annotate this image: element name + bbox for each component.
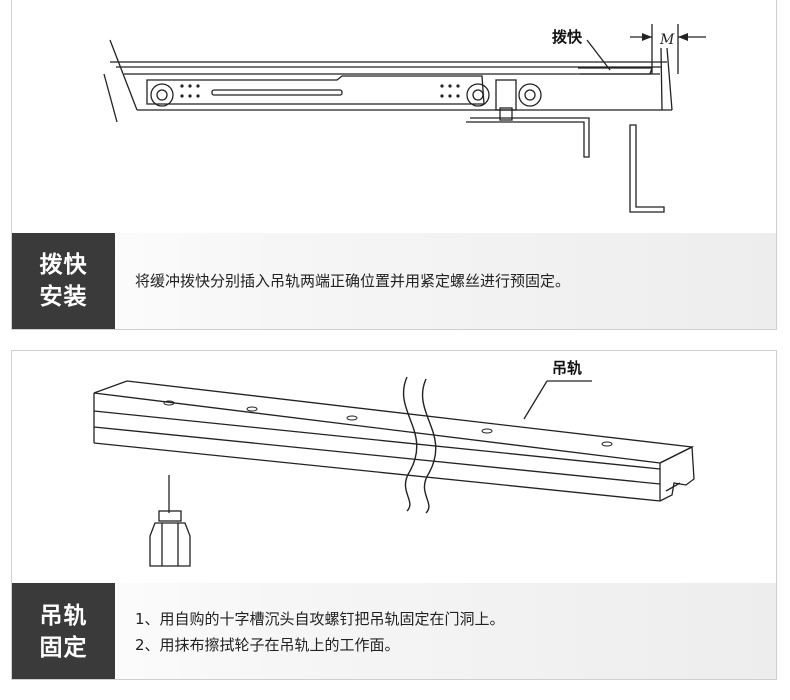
rail-callout-label: 吊轨 (552, 359, 582, 377)
section-1-badge-line2: 安装 (39, 284, 88, 310)
section-1-badge: 拨快 安装 (12, 233, 115, 329)
section-2-step-2: 2、用抹布擦拭轮子在吊轨上的工作面。 (135, 636, 400, 654)
slider-install-illustration: 拨快 M (103, 24, 706, 213)
section-2-badge: 吊轨 固定 (12, 583, 115, 679)
section-2-badge-line2: 固定 (39, 635, 88, 661)
section-1-description-text: 将缓冲拨快分别插入吊轨两端正确位置并用紧定螺丝进行预固定。 (135, 272, 571, 290)
section-2-step-1: 1、用自购的十字槽沉头自攻螺钉把吊轨固定在门洞上。 (135, 610, 505, 628)
section-1-card: 拨快 M 拨快 安装 将缓冲拨快分别插入吊轨两端正确位置并用紧定螺丝进行预固定。 (11, 0, 777, 330)
section-2-badge-line1: 吊轨 (39, 603, 88, 629)
section-2-card: 吊轨 吊轨 固定 1、用自购的十字槽沉头自攻螺钉把吊轨固定在门洞上。 2、用抹布… (11, 350, 777, 680)
slider-callout-label: 拨快 (552, 28, 583, 46)
section-2-info-strip: 吊轨 固定 1、用自购的十字槽沉头自攻螺钉把吊轨固定在门洞上。 2、用抹布擦拭轮… (12, 583, 776, 679)
section-2-description: 1、用自购的十字槽沉头自攻螺钉把吊轨固定在门洞上。 2、用抹布擦拭轮子在吊轨上的… (135, 583, 505, 679)
section-1-badge-line1: 拨快 (39, 252, 88, 278)
dimension-m-label: M (659, 32, 675, 48)
section-1-info-strip: 拨快 安装 将缓冲拨快分别插入吊轨两端正确位置并用紧定螺丝进行预固定。 (12, 233, 776, 329)
rail-fixing-illustration: 吊轨 (93, 359, 695, 567)
section-1-description: 将缓冲拨快分别插入吊轨两端正确位置并用紧定螺丝进行预固定。 (135, 233, 570, 329)
